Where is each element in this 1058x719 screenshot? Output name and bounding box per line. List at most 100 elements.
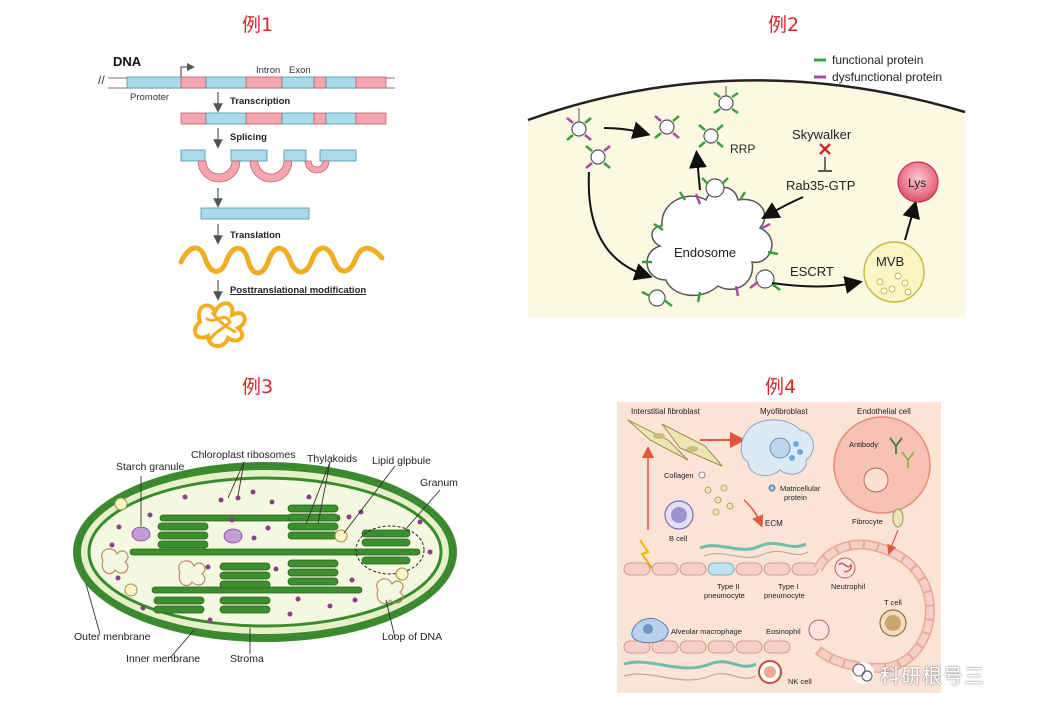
myofibroblast-granules: [789, 441, 803, 461]
translation-label: Translation: [230, 230, 281, 241]
panel-3-chloroplast: Starch granule Chloroplast ribosomes Thy…: [73, 449, 458, 665]
promoter-segment: [126, 76, 182, 89]
starch-granules: [131, 526, 243, 544]
spliced-exon: [180, 149, 206, 162]
endosome-bud: [648, 289, 666, 307]
mvb: [863, 241, 925, 303]
vesicle-mixed: [585, 145, 611, 169]
recycling-arrow: [603, 121, 651, 139]
dna-label: DNA: [113, 54, 142, 69]
ecm-label: ECM: [765, 519, 783, 528]
fibroblast-nucleus: [653, 433, 665, 439]
folded-protein-inner: [204, 311, 237, 341]
legend-dysfunctional-label: dysfunctional protein: [832, 70, 942, 84]
spliced-exon: [319, 149, 357, 162]
premrna-intron: [205, 112, 247, 125]
eosinophil-label: Eosinophil: [766, 627, 801, 636]
panel-1-title: 例1: [242, 14, 274, 36]
mvb-label: MVB: [876, 254, 904, 269]
type-ii-pneumocyte: [707, 562, 735, 576]
dna-loops: [101, 548, 404, 605]
endosome-bud: [755, 269, 775, 289]
plasma-membrane: [527, 79, 966, 122]
vesicle-functional-docked: [713, 86, 739, 115]
splicing-label: Splicing: [230, 132, 267, 143]
lightning-icon: [639, 539, 653, 569]
type2-label-a: Type II: [717, 582, 740, 591]
type1-label-b: pneumocyte: [764, 591, 805, 600]
macrophage-nucleus: [643, 624, 653, 634]
ecm-fiber: [703, 550, 809, 558]
type2-label-b: pneumocyte: [704, 591, 745, 600]
exon-segment: [313, 76, 327, 89]
inhibition-x-icon: [819, 143, 831, 155]
loop-dna-label: Loop of DNA: [382, 631, 442, 643]
ecm-fiber: [623, 673, 757, 681]
matricellular-marker: [768, 484, 776, 492]
antibody-icon: [901, 451, 915, 468]
endothelial-cell: [833, 416, 931, 514]
premrna-intron: [325, 112, 357, 125]
tcell-label: T cell: [884, 598, 902, 607]
nkcell-label: NK cell: [788, 677, 812, 686]
panel-4-lung-fibrosis: Interstitial fibroblast Myofibroblast En…: [617, 402, 941, 693]
fibrocyte: [892, 508, 904, 528]
stroma-label: Stroma: [230, 653, 264, 665]
watermark-text: 科研根号三: [880, 664, 985, 688]
endothelial-label: Endothelial cell: [857, 407, 911, 416]
neutrophil-label: Neutrophil: [831, 582, 866, 591]
interstitial-fibroblast: [627, 419, 689, 461]
thylakoid-stacks: [129, 504, 421, 614]
dna-break-mark: //: [98, 73, 105, 87]
polypeptide-chain: [178, 245, 385, 276]
legend-functional-label: functional protein: [832, 53, 923, 67]
wechat-icon-bubble: [861, 670, 873, 682]
lipid-label: Lipid glpbule: [372, 455, 431, 467]
intron-loop: [197, 160, 241, 183]
fibroblast-nucleus: [686, 446, 698, 452]
t-cell-nucleus: [885, 615, 901, 631]
premrna-exon: [245, 112, 283, 125]
panel-1-gene-expression: DNA // Promoter Intron Exon Transcriptio…: [98, 54, 395, 348]
panel-3-title: 例3: [242, 376, 274, 398]
myofibroblast-label: Myofibroblast: [760, 407, 808, 416]
macrophage-label: Alveolar macrophage: [671, 627, 742, 636]
watermark: [852, 662, 874, 684]
rab-arrow: [761, 196, 804, 220]
ecm-fiber: [699, 541, 807, 551]
vesicle-mixed: [654, 115, 680, 139]
granum-outline: [355, 525, 425, 575]
granum-label: Granum: [420, 477, 458, 489]
eosinophil: [808, 619, 830, 641]
cell-cytoplasm: [528, 80, 965, 317]
panel-2-title: 例2: [768, 14, 800, 36]
rrp-label: RRP: [730, 142, 755, 156]
alveolar-epithelium: [623, 562, 819, 654]
collagen-label: Collagen: [664, 471, 694, 480]
secreted-particles: [704, 484, 734, 516]
endosome-proteins: [641, 177, 781, 307]
folded-protein: [192, 301, 247, 348]
ptm-label: Posttranslational modification: [230, 285, 366, 296]
interstitial-fibroblast: [661, 423, 723, 467]
protein-label: protein: [784, 493, 807, 502]
endothelial-inner-cell: [863, 467, 889, 493]
spliced-exon: [283, 149, 307, 162]
endocytosis-arrow: [587, 171, 653, 281]
interstitial-label: Interstitial fibroblast: [631, 407, 701, 416]
escrt-arrow: [771, 276, 863, 294]
ribosomes: [109, 489, 433, 623]
endosome-bud: [705, 178, 725, 198]
neutrophil: [834, 557, 856, 579]
antibody-icon: [889, 437, 903, 454]
leader-lines: [85, 461, 441, 659]
intron-loop: [304, 160, 330, 174]
ecm-arrow: [743, 499, 764, 528]
intron-segment: [325, 76, 357, 89]
exon-segment: [355, 76, 387, 89]
wechat-icon-bubble: [852, 663, 866, 677]
intron-loop: [249, 160, 293, 183]
premrna-intron: [281, 112, 315, 125]
to-lysosome-arrow: [902, 200, 920, 241]
